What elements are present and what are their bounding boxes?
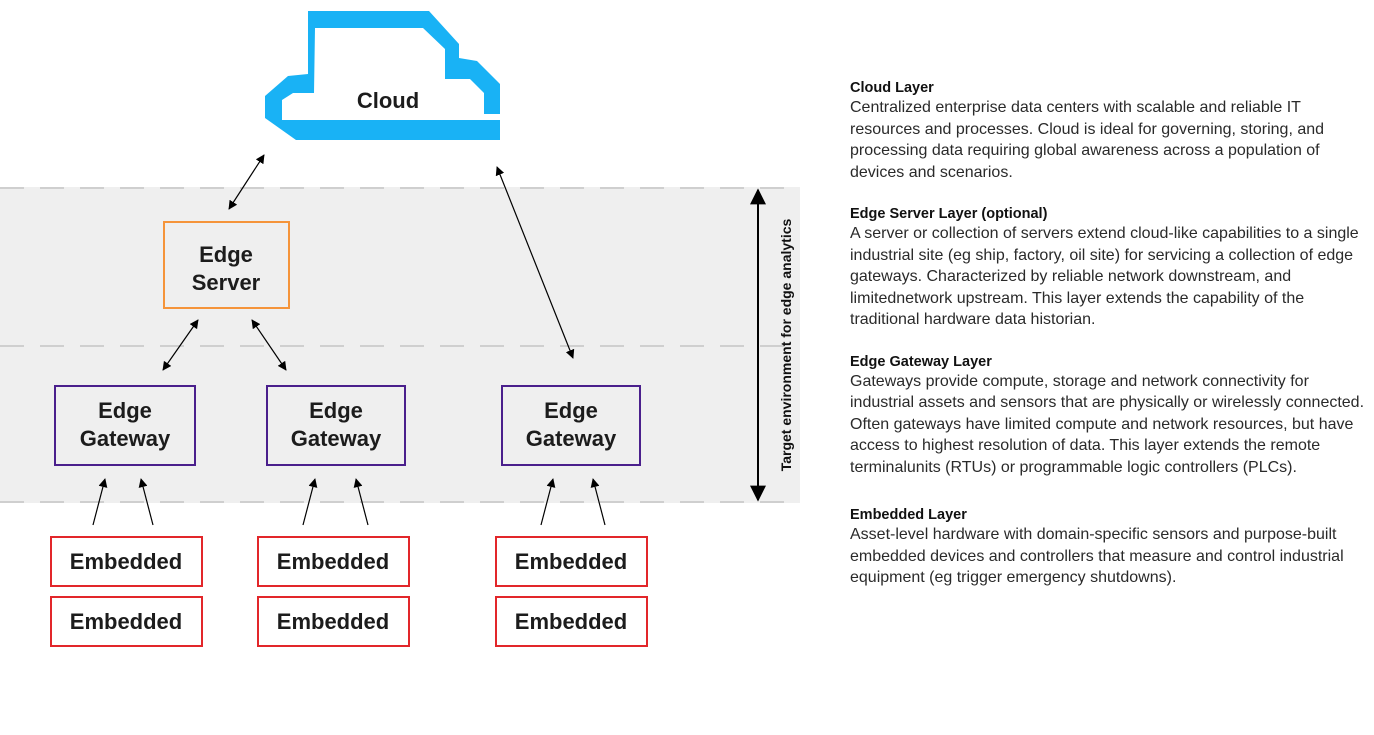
target-environment-label: Target environment for edge analytics [778,219,794,472]
edge-gateway-box [501,385,641,466]
embedded-box [50,596,203,647]
edge-gateway-label-line2: Gateway [80,426,171,451]
embedded-box [50,536,203,587]
embedded-node: Embedded [50,536,203,587]
embedded-box [495,596,648,647]
layer-descriptions: Cloud Layer Centralized enterprise data … [850,79,1370,589]
edge-gateway-box [54,385,196,466]
cloud-edge-server-arrow [228,154,265,210]
edge-server-label-line2: Server [192,270,261,295]
edge-server-node: Edge Server [163,221,290,309]
embedded-label: Embedded [277,549,389,574]
embedded-to-gateway-arrow [302,478,318,526]
edge-gateway-label-line2: Gateway [291,426,382,451]
layer-description: A server or collection of servers extend… [850,225,1359,328]
embedded-label: Embedded [515,609,627,634]
edge-gateway-label-line1: Edge [309,398,363,423]
embedded-label: Embedded [277,609,389,634]
edge-gateway-node: Edge Gateway [54,385,196,466]
cloud-icon [265,11,500,140]
layer-description: Gateways provide compute, storage and ne… [850,372,1365,476]
embedded-node: Embedded [495,536,648,587]
edge-gateway-box [266,385,406,466]
cloud-node: Cloud [265,11,500,140]
architecture-diagram: Cloud Edge Server Edge Gateway Edge Gate… [0,11,800,647]
cloud-label: Cloud [357,88,419,113]
embedded-node: Embedded [257,596,410,647]
embedded-node: Embedded [495,596,648,647]
embedded-box [257,536,410,587]
edge-server-gateway-arrow [251,319,287,371]
embedded-to-gateway-arrow [590,478,606,526]
embedded-node: Embedded [50,596,203,647]
layer-title: Edge Server Layer (optional) [850,206,1048,222]
layer-description: Centralized enterprise data centers with… [850,99,1325,181]
edge-gateway-layer-description: Edge Gateway Layer Gateways provide comp… [850,353,1370,479]
embedded-label: Embedded [515,549,627,574]
embedded-to-gateway-arrow [353,478,369,526]
embedded-to-gateway-arrow [92,478,108,526]
embedded-to-gateway-arrow [540,478,556,526]
embedded-label: Embedded [70,549,182,574]
embedded-to-gateway-arrow [138,478,154,526]
edge-gateway-label-line1: Edge [544,398,598,423]
layer-title: Embedded Layer [850,507,967,523]
embedded-box [257,596,410,647]
edge-gateway-label-line2: Gateway [526,426,617,451]
edge-gateway-node: Edge Gateway [501,385,641,466]
cloud-edge-gateway-arrow [495,166,575,359]
cloud-layer-description: Cloud Layer Centralized enterprise data … [850,79,1370,183]
edge-server-label-line1: Edge [199,242,253,267]
edge-server-layer-description: Edge Server Layer (optional) A server or… [850,205,1370,331]
edge-server-box [163,221,290,309]
edge-gateway-label-line1: Edge [98,398,152,423]
layer-title: Edge Gateway Layer [850,353,992,370]
layer-title: Cloud Layer [850,80,934,96]
layer-description: Asset-level hardware with domain-specifi… [850,526,1344,586]
embedded-layer-description: Embedded Layer Asset-level hardware with… [850,506,1370,589]
edge-server-gateway-arrow [162,319,199,371]
embedded-node: Embedded [257,536,410,587]
edge-gateway-node: Edge Gateway [266,385,406,466]
embedded-box [495,536,648,587]
embedded-label: Embedded [70,609,182,634]
